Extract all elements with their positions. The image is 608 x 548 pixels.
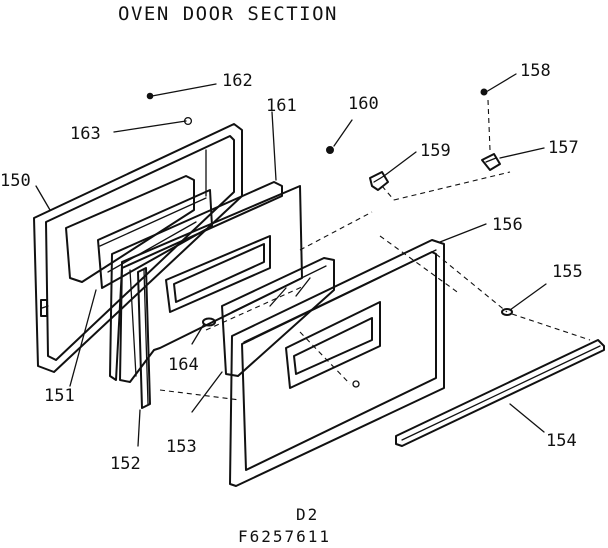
part-159-hinge-clip (369, 171, 389, 191)
callout-labels: 162 163 150 161 160 159 158 157 156 155 … (0, 61, 583, 474)
diagram-title: OVEN DOOR SECTION (118, 3, 338, 25)
callout-162: 162 (222, 71, 253, 91)
callout-150: 150 (0, 171, 31, 191)
callout-152: 152 (110, 454, 141, 474)
callout-155: 155 (552, 262, 583, 282)
part-152-side-channel (137, 267, 151, 409)
callout-160: 160 (348, 94, 379, 114)
part-156-outer-door (229, 239, 445, 487)
assembly-guide-lines (159, 99, 591, 401)
callout-154: 154 (546, 431, 577, 451)
callout-156: 156 (492, 215, 523, 235)
part-160-screw (326, 146, 334, 154)
part-157-hinge-bracket (481, 153, 501, 171)
part-155-end-cap (501, 308, 513, 316)
part-number: F6257611 (238, 527, 331, 546)
callout-153: 153 (166, 437, 197, 457)
callout-151: 151 (44, 386, 75, 406)
part-151-inner-window (65, 175, 213, 289)
callout-163: 163 (70, 124, 101, 144)
part-153-inner-glass (221, 257, 335, 377)
callout-164: 164 (168, 355, 199, 375)
callout-158: 158 (520, 61, 551, 81)
diagram-code: D2 (296, 505, 319, 524)
callout-159: 159 (420, 141, 451, 161)
callout-157: 157 (548, 138, 579, 158)
part-150-back-panel (33, 123, 243, 373)
leader-lines (35, 73, 547, 447)
part-154-handle-bar (395, 339, 605, 447)
part-164-clip (202, 317, 216, 327)
part-161-door-liner (109, 181, 303, 383)
callout-161: 161 (266, 96, 297, 116)
